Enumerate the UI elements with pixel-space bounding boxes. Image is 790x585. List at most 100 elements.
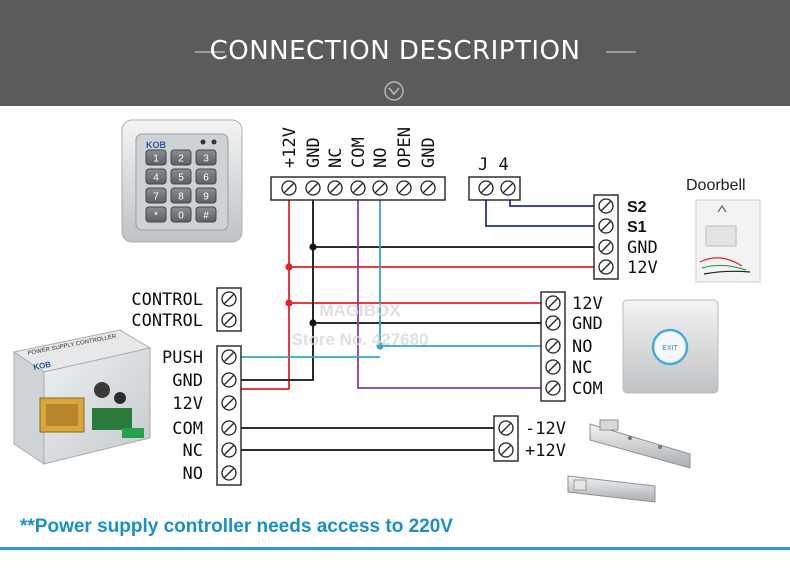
keypad-key: 7 [145, 187, 167, 204]
keypad-key: 1 [145, 149, 167, 166]
keypad-key: # [195, 206, 217, 223]
control-terminal-screw [221, 312, 237, 328]
watermark-line1: MAGIBOX [319, 301, 401, 320]
doorbell-terminal-label: S1 [627, 219, 647, 236]
reader-terminal-label: NO [371, 148, 391, 168]
svg-text:1: 1 [153, 154, 159, 165]
keypad-key: 4 [145, 168, 167, 185]
lock-terminal-strip: -12V+12V [493, 415, 566, 462]
controller-terminal-label: NC [183, 441, 203, 461]
lock-terminal-screw [498, 420, 514, 436]
doorbell-terminal-label: S2 [627, 199, 647, 216]
keypad-key: * [145, 206, 167, 223]
wire-red-12v [229, 200, 290, 390]
controller-terminal-label: 12V [172, 394, 203, 414]
keypad-keys: 1 2 3 4 5 6 7 8 9 * 0 # [145, 149, 217, 223]
controller-terminal-label: PUSH [162, 348, 203, 368]
controller-terminal-label: NO [183, 464, 203, 484]
j4-terminal-screw [500, 180, 516, 196]
keypad-key: 0 [170, 206, 192, 223]
reader-terminal-screw [396, 180, 412, 196]
wire-black-gnd [229, 200, 314, 381]
svg-text:2: 2 [178, 154, 184, 165]
controller-terminal-screw [221, 395, 237, 411]
controller-terminal-label: COM [172, 419, 203, 439]
watermark-line2: Store No. 427680 [291, 330, 428, 349]
svg-text:5: 5 [178, 173, 184, 184]
lock-terminal-label: +12V [525, 441, 566, 461]
svg-text:8: 8 [178, 192, 184, 203]
reader-terminal-label: NC [326, 148, 346, 168]
wire-blue-s2 [509, 197, 596, 207]
wire-purple-com [357, 200, 543, 389]
exit-terminal-screw [545, 315, 561, 331]
svg-text:3: 3 [203, 154, 209, 165]
keypad-key: 2 [170, 149, 192, 166]
svg-text:#: # [203, 211, 209, 222]
reader-terminal-label: +12V [280, 127, 300, 168]
doorbell-terminal-label: 12V [627, 258, 658, 278]
keypad-key: 5 [170, 168, 192, 185]
svg-text:6: 6 [203, 173, 209, 184]
exit-terminal-screw [545, 359, 561, 375]
svg-text:9: 9 [203, 192, 209, 203]
controller-terminal-screw [221, 420, 237, 436]
electric-bolt-lock [589, 419, 691, 469]
reader-terminal-label: GND [304, 137, 324, 168]
keypad-key: 6 [195, 168, 217, 185]
exit-terminal-label: GND [572, 314, 603, 334]
reader-terminal-screw [350, 180, 366, 196]
svg-text:4: 4 [153, 173, 159, 184]
j4-label: J 4 [478, 155, 509, 175]
keypad-key: 3 [195, 149, 217, 166]
exit-terminal-label: COM [572, 379, 603, 399]
doorbell-terminal-screw [598, 239, 614, 255]
keypad-key: 9 [195, 187, 217, 204]
doorbell-terminal-label: GND [627, 238, 658, 258]
reader-terminal-label: OPEN [395, 127, 415, 168]
footer-note: **Power supply controller needs access t… [20, 516, 453, 537]
svg-text:*: * [154, 211, 158, 222]
footer-rule [0, 547, 790, 550]
reader-terminal-screw [420, 180, 436, 196]
reader-terminal-screw [372, 180, 388, 196]
reader-terminal-screw [305, 180, 321, 196]
wire-cyan-no [379, 200, 543, 347]
controller-terminal-label: GND [172, 371, 203, 391]
page-title: CONNECTION DESCRIPTION [209, 36, 581, 66]
exit-terminal-label: NO [572, 337, 592, 357]
controller-terminal-screw [221, 349, 237, 365]
exit-terminal-screw [545, 295, 561, 311]
svg-text:0: 0 [178, 211, 184, 222]
wire-blue-s1 [485, 197, 596, 227]
reader-terminal-label: COM [349, 137, 369, 168]
header-banner: CONNECTION DESCRIPTION [0, 0, 790, 106]
doorbell-title: Doorbell [686, 177, 746, 194]
controller-device: POWER SUPPLY CONTROLLER KOB [12, 329, 152, 465]
lock-terminal-label: -12V [525, 419, 566, 439]
exit-button-text: EXIT [662, 345, 678, 352]
controller-terminal-screw [221, 465, 237, 481]
keypad-key: 8 [170, 187, 192, 204]
reader-terminal-screw [327, 180, 343, 196]
chevron-down-icon[interactable] [383, 80, 405, 102]
doorbell-terminal-screw [598, 259, 614, 275]
exit-terminal-label: NC [572, 358, 592, 378]
reader-terminal-screw [281, 180, 297, 196]
doorbell-terminal-screw [598, 218, 614, 234]
doorbell-terminal-screw [598, 198, 614, 214]
control-terminal-label: CONTROL [131, 311, 203, 331]
header-rule-left [195, 51, 225, 53]
exit-button-device: EXIT [622, 299, 719, 394]
controller-terminal-screw [221, 372, 237, 388]
magnetic-lock [567, 475, 656, 503]
j4-terminal-screw [478, 180, 494, 196]
svg-text:7: 7 [153, 192, 159, 203]
